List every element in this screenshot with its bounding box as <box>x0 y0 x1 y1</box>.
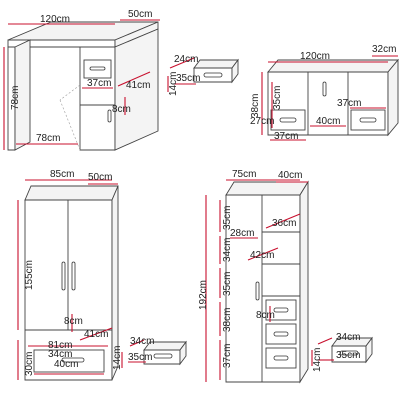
lowboard-depth-label: 32cm <box>372 44 396 55</box>
desk-cabinet-depth-label: 41cm <box>126 80 150 91</box>
desk-depth-label: 50cm <box>128 9 152 20</box>
wardrobe-height-label: 155cm <box>24 260 35 290</box>
desk-drawer-handle <box>89 66 106 71</box>
bookcase-center-width-line <box>247 247 279 261</box>
bookcase-drawer-height-label: 14cm <box>312 348 323 372</box>
desk-drawer-top <box>193 59 239 69</box>
bookcase-drawer-handle-2 <box>273 331 289 337</box>
bookcase-shelf-h2-label: 34cm <box>222 238 233 262</box>
lowboard-left-width-label: 37cm <box>274 131 298 142</box>
desk-drawer-drawing: 24cm 35cm 14cm <box>167 54 239 96</box>
desk-drawer-depth-label: 24cm <box>174 54 198 65</box>
wardrobe-drawer-depth-line <box>129 339 145 347</box>
wardrobe-drawer-height-label-detail: 14cm <box>112 346 123 370</box>
lowboard-height-label: 38cm <box>250 94 261 118</box>
bookcase-side <box>299 180 309 384</box>
desk-drawer-side <box>231 58 239 84</box>
lowboard-drawing: 120cm 32cm 38cm 35cm 27cm 37cm 40cm 37cm <box>250 44 399 142</box>
bookcase-shelf-h4-label: 38cm <box>222 308 233 332</box>
bookcase-drawer-detail-side <box>365 336 373 364</box>
wardrobe-width-label: 85cm <box>50 169 74 180</box>
wardrobe-drawer-height-label: 34cm <box>48 349 72 360</box>
wardrobe-drawer-handle <box>61 357 85 363</box>
lowboard-handle-right <box>359 117 377 123</box>
desk-width-label: 120cm <box>40 14 70 25</box>
desk-cabinet-depth-line <box>117 71 151 87</box>
bookcase-shelf-depth-line <box>265 213 301 229</box>
bookcase-drawer-depth-label: 34cm <box>336 332 360 343</box>
desk-cabinet-width-label: 37cm <box>87 78 111 89</box>
wardrobe-drawer-width-label: 40cm <box>54 359 78 370</box>
bookcase-shelf-h3-label: 35cm <box>222 272 233 296</box>
lowboard-back-label: 27cm <box>250 116 274 127</box>
wardrobe-drawer-drawing: 34cm 35cm 14cm <box>112 336 187 370</box>
bookcase-inner-width-label: 28cm <box>230 228 254 239</box>
bookcase-door-handle <box>255 281 260 301</box>
lowboard-center-width-label: 40cm <box>316 116 340 127</box>
wardrobe-drawer-detail-side <box>179 340 187 366</box>
desk-drawer-depth-line <box>169 57 195 69</box>
bookcase-drawer-gap-label: 8cm <box>256 310 275 321</box>
lowboard-right-width-label: 37cm <box>337 98 361 109</box>
wardrobe-side <box>111 185 119 381</box>
bookcase-drawer-detail-handle <box>339 350 359 356</box>
desk-cabinet-guide-2 <box>59 99 81 151</box>
bookcase-drawer-drawing: 34cm 35cm 14cm <box>311 332 373 372</box>
wardrobe-inner-width-label: 81cm <box>48 340 72 351</box>
bookcase-drawer-depth-line <box>317 337 333 345</box>
desk-door-handle <box>107 109 112 123</box>
bookcase-center-width-label: 42cm <box>250 250 274 261</box>
wardrobe-gap-label: 8cm <box>64 316 83 327</box>
desk-drawer-detail-handle <box>203 72 223 78</box>
bookcase-height-label: 192cm <box>198 280 209 310</box>
desk-drawing: 120cm 50cm 78cm 78cm 37cm 41cm 8cm <box>3 9 160 151</box>
bookcase-shelf-h5-label: 37cm <box>222 344 233 368</box>
desk-gap-label: 8cm <box>112 104 131 115</box>
bookcase-drawer-width-label: 35cm <box>336 350 360 361</box>
desk-height-label: 78cm <box>10 86 21 110</box>
lowboard-handle-center <box>322 81 327 97</box>
desk-cabinet-guide <box>59 84 81 101</box>
wardrobe-drawer-detail-handle <box>153 353 173 359</box>
bookcase-width-label: 75cm <box>232 169 256 180</box>
wardrobe-depth-label: 50cm <box>88 172 112 183</box>
wardrobe-inner-depth-line <box>79 327 113 341</box>
bookcase-shelf-depth-label: 36cm <box>272 218 296 229</box>
bookcase-top <box>225 181 309 196</box>
bookcase-drawing: 75cm 40cm 192cm 35cm 34cm 35cm 38cm 37cm… <box>198 169 309 384</box>
wardrobe-drawing: 85cm 50cm 155cm 30cm 8cm 41cm 81cm 34cm … <box>17 169 119 381</box>
wardrobe-handle-right <box>71 261 76 291</box>
wardrobe-handle-left <box>61 261 66 291</box>
desk-drawer-height-label: 14cm <box>168 72 179 96</box>
lowboard-compartment-label: 35cm <box>272 86 283 110</box>
wardrobe-drawer-depth-label: 34cm <box>130 336 154 347</box>
lowboard-width-label: 120cm <box>300 51 330 62</box>
wardrobe-inner-depth-label: 41cm <box>84 329 108 340</box>
lowboard-side <box>387 58 399 137</box>
bookcase-depth-label: 40cm <box>278 170 302 181</box>
bookcase-shelf-h1-label: 35cm <box>222 206 233 230</box>
lowboard-handle-left <box>279 117 297 123</box>
desk-knee-label: 78cm <box>36 133 60 144</box>
wardrobe-top <box>24 185 119 201</box>
bookcase-drawer-handle-1 <box>273 307 289 313</box>
desk-left-leg-side <box>14 39 31 151</box>
wardrobe-plinth-label: 30cm <box>24 352 35 376</box>
desk-cabinet-side <box>114 28 159 151</box>
desk-drawer-width-label: 35cm <box>176 73 200 84</box>
wardrobe-drawer-detail-width-label: 35cm <box>128 352 152 363</box>
bookcase-drawer-handle-3 <box>273 355 289 361</box>
